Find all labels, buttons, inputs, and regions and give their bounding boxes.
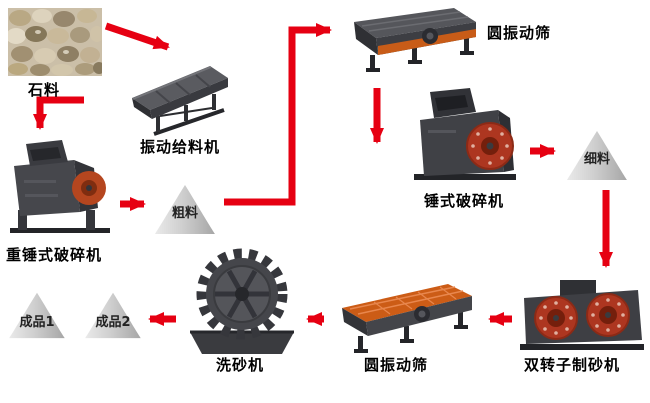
vibrating-feeder-image [132, 66, 228, 136]
circular-vibrating-screen-bottom-label: 圆振动筛 [364, 356, 429, 374]
hammer-crusher-label: 锤式破碎机 [424, 192, 505, 210]
hammer-crusher-image [414, 88, 516, 180]
fine-material-cone [567, 131, 627, 180]
arrow-coarse-to-top-screen [224, 23, 332, 206]
arrow-stone-to-feeder [104, 22, 170, 51]
coarse-material-cone [155, 185, 215, 234]
heavy-hammer-crusher-image [10, 140, 110, 233]
circular-vibrating-screen-bottom-image [342, 284, 472, 353]
stone-label: 石料 [28, 81, 61, 99]
finished-product-1-cone [9, 292, 65, 339]
finished-product-2-label: 成品2 [95, 315, 131, 330]
circular-vibrating-screen-top-label: 圆振动筛 [487, 24, 552, 42]
circular-vibrating-screen-top-image [354, 8, 476, 72]
finished-product-2-cone [85, 292, 141, 339]
double-rotor-sand-maker-image [520, 280, 644, 350]
finished-product-1-label: 成品1 [19, 315, 55, 330]
vibrating-feeder-label: 振动给料机 [140, 138, 221, 156]
sand-washer-label: 洗砂机 [216, 356, 265, 374]
coarse-material-label: 粗料 [171, 206, 198, 221]
heavy-hammer-crusher-label: 重锤式破碎机 [6, 246, 103, 264]
sand-washer-image [190, 248, 294, 354]
fine-material-label: 细料 [583, 152, 610, 167]
stone-material-image [8, 8, 102, 76]
arrow-feeder-to-heavy-crusher [33, 96, 84, 130]
double-rotor-sand-maker-label: 双转子制砂机 [524, 356, 621, 374]
